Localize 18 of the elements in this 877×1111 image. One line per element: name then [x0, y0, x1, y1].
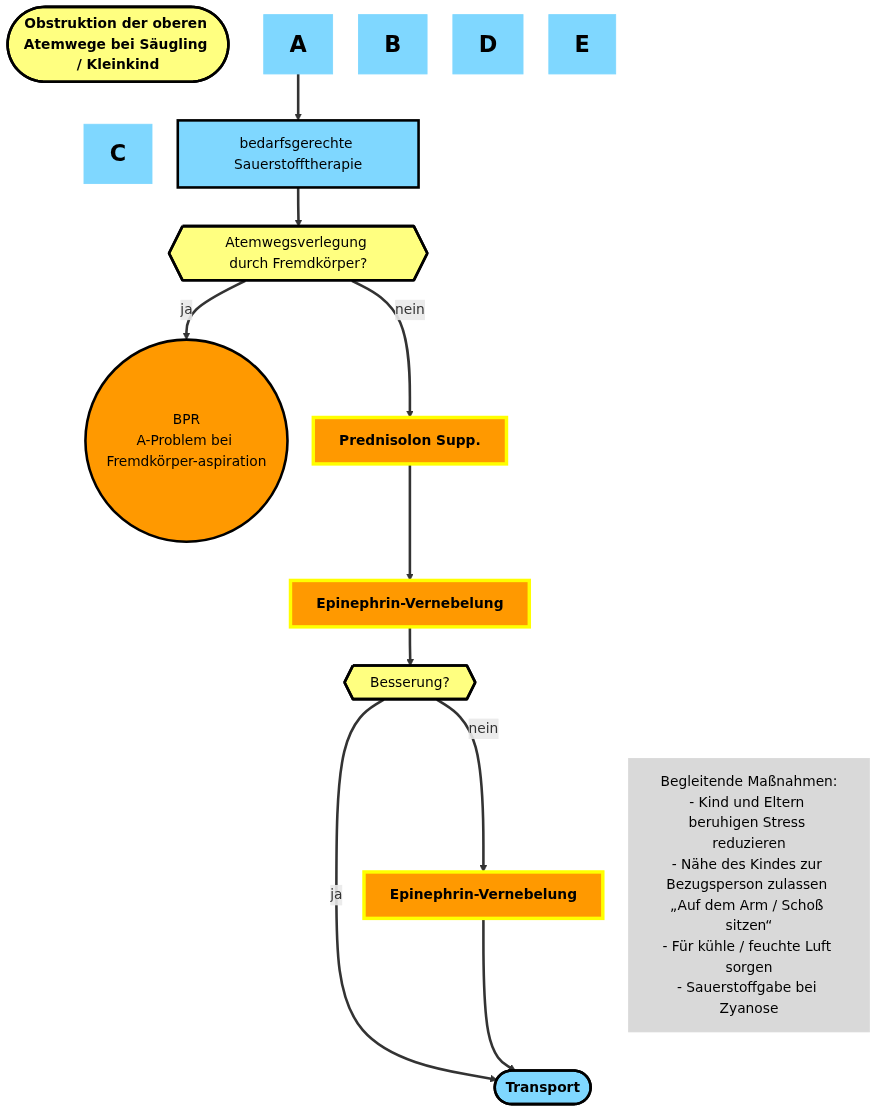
- node-box: Begleitende Maßnahmen: - Kind und Eltern beruhigen Stress reduzieren - Nähe des Kindes zur Bezugsperson zulassen „Auf dem Arm / Schoß sitzen“ - Für kühle / feuchte Luft sorgen - Sauerstoffgabe bei Zyanose: [628, 758, 870, 1033]
- edge-label: ja: [180, 301, 193, 318]
- edge-label: ja: [330, 886, 343, 903]
- arrow: [294, 73, 302, 121]
- arrow: [294, 187, 303, 227]
- node-box: D: [452, 14, 524, 75]
- edge-label: nein: [395, 301, 425, 318]
- node-box: Epinephrin-Vernebelung: [288, 578, 531, 629]
- arrow: [406, 463, 414, 581]
- node-box: Epinephrin-Vernebelung: [362, 870, 605, 921]
- node-circle: BPR A-Problem bei Fremdkörper-aspiration: [84, 338, 289, 544]
- node-box: A: [263, 14, 334, 75]
- node-box: E: [548, 14, 617, 75]
- node-box: B: [358, 14, 428, 75]
- node-box: C: [83, 123, 153, 184]
- node-box: Prednisolon Supp.: [311, 415, 509, 466]
- edge-label: nein: [468, 720, 499, 737]
- node-box: bedarfsgerechte Sauerstofftherapie: [176, 119, 420, 189]
